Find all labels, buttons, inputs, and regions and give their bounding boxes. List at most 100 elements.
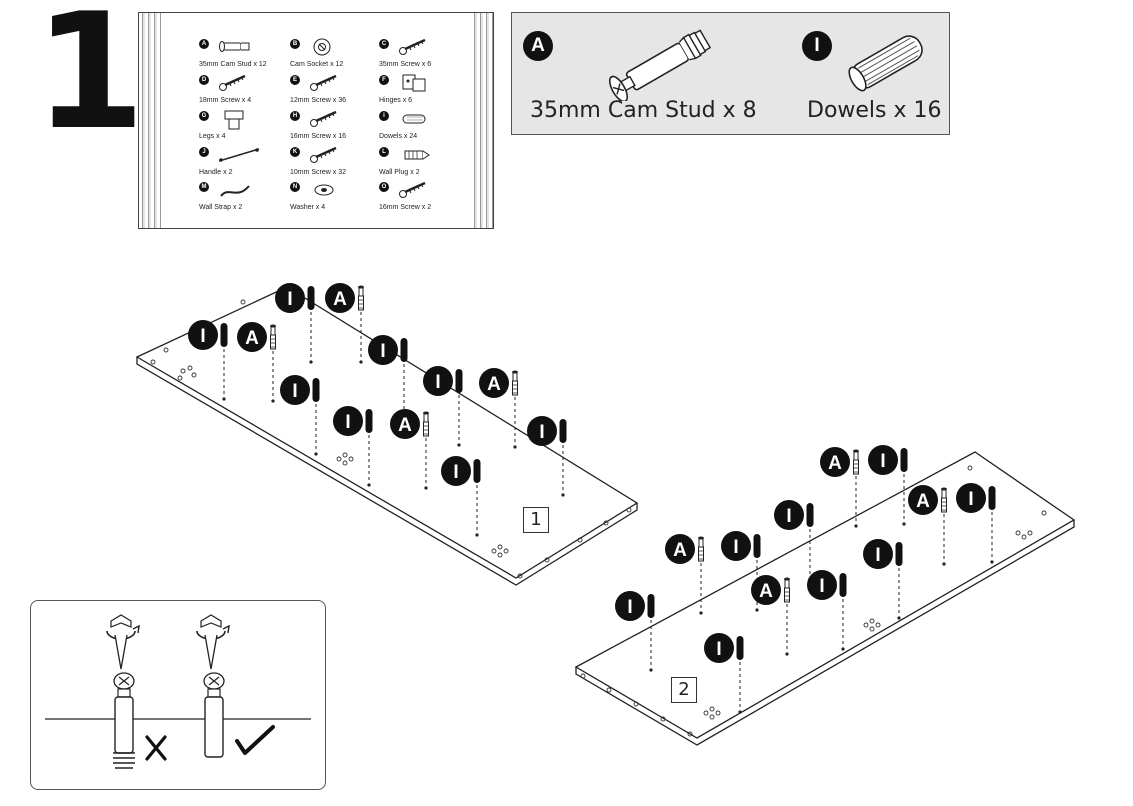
target-hole (854, 524, 858, 528)
fitting-letter: A (333, 289, 347, 310)
pre-drilled-hole (348, 456, 354, 462)
cam-stud-icon (608, 29, 712, 101)
pre-drilled-hole (869, 618, 875, 624)
pre-drilled-hole (1041, 510, 1047, 516)
fitting-i-badge (615, 591, 645, 621)
fitting-letter: I (345, 412, 350, 433)
dowel-callout: I (333, 406, 373, 487)
target-hole (222, 397, 226, 401)
pre-drilled-hole (491, 548, 497, 554)
fitting-letter: A (487, 374, 501, 395)
fitting-letter: A (759, 581, 773, 602)
pre-drilled-hole (703, 710, 709, 716)
fitting-a-badge: A (523, 31, 553, 61)
part-letter-badge: E (290, 75, 300, 85)
cam-stud-callout: A (237, 322, 276, 403)
pre-drilled-hole (875, 622, 881, 628)
pre-drilled-hole (240, 299, 246, 305)
washer-icon (314, 184, 334, 196)
fitting-letter: I (627, 597, 632, 618)
leg-icon (224, 110, 244, 130)
panel-number-2: 2 (671, 677, 697, 703)
pre-drilled-hole (544, 557, 550, 563)
target-hole (561, 493, 565, 497)
cam-stud-callout: A (820, 447, 859, 528)
cam-stud-icon (784, 577, 790, 603)
part-label: Wall Plug x 2 (379, 169, 420, 176)
part-letter-badge: N (290, 182, 300, 192)
fitting-i-badge (368, 335, 398, 365)
part-label: Legs x 4 (199, 133, 226, 140)
pre-drilled-hole (869, 626, 875, 632)
dowel-callout: I (807, 570, 847, 651)
dowel-callout: I (280, 375, 320, 456)
fitting-i-badge (721, 531, 751, 561)
pre-drilled-hole (1027, 530, 1033, 536)
wall-strap-icon (220, 185, 250, 197)
dowel-icon (806, 503, 814, 527)
part-label: 35mm Screw x 6 (379, 61, 432, 68)
pre-drilled-hole (150, 359, 156, 365)
handle-icon (219, 148, 260, 162)
fitting-letter: A (398, 415, 412, 436)
target-hole (738, 710, 742, 714)
fitting-letter: I (733, 537, 738, 558)
pre-drilled-hole (715, 710, 721, 716)
hinge-icon (402, 74, 426, 92)
fitting-i-label: Dowels x 16 (807, 98, 942, 123)
dowel-callout: I (441, 456, 481, 537)
fitting-i-badge (423, 366, 453, 396)
cam-socket-icon (313, 38, 331, 56)
target-hole (359, 360, 363, 364)
pre-drilled-hole (603, 520, 609, 526)
pre-drilled-hole (709, 714, 715, 720)
pre-drilled-hole (187, 365, 193, 371)
cam-stud-icon (512, 370, 518, 396)
cam-stud-callout: A (325, 283, 364, 364)
fitting-letter: I (539, 422, 544, 443)
target-hole (902, 522, 906, 526)
dowel-icon (455, 369, 463, 393)
pre-drilled-hole (606, 687, 612, 693)
part-label: 10mm Screw x 32 (290, 169, 347, 176)
cam-stud-icon (423, 411, 429, 437)
fitting-i-badge (807, 570, 837, 600)
target-hole (897, 616, 901, 620)
fitting-letter: I (880, 451, 885, 472)
pre-drilled-hole (180, 368, 186, 374)
target-hole (271, 399, 275, 403)
fitting-i-badge (188, 320, 218, 350)
fitting-i-badge (275, 283, 305, 313)
fitting-letter: I (435, 372, 440, 393)
dowel-icon (220, 323, 228, 347)
dowel-icon (647, 594, 655, 618)
pre-drilled-hole (863, 622, 869, 628)
wrong-depth-stud (106, 614, 140, 769)
wall-plug-icon (404, 150, 430, 160)
part-letter-badge: M (199, 182, 209, 192)
fitting-i-badge: I (802, 31, 832, 61)
target-hole (457, 443, 461, 447)
fitting-letter: A (916, 491, 930, 512)
cam-stud-icon (698, 536, 704, 562)
pre-drilled-hole (580, 673, 586, 679)
pre-drilled-hole (967, 465, 973, 471)
fitting-letter: I (380, 341, 385, 362)
pre-drilled-hole (342, 452, 348, 458)
fitting-letter: A (673, 540, 687, 561)
screw-icon (310, 74, 337, 91)
part-letter-badge: O (379, 182, 389, 192)
target-hole (475, 533, 479, 537)
dowel-icon (895, 542, 903, 566)
dowel-icon (307, 286, 315, 310)
pre-drilled-hole (1021, 534, 1027, 540)
cam-stud-icon (219, 41, 250, 52)
